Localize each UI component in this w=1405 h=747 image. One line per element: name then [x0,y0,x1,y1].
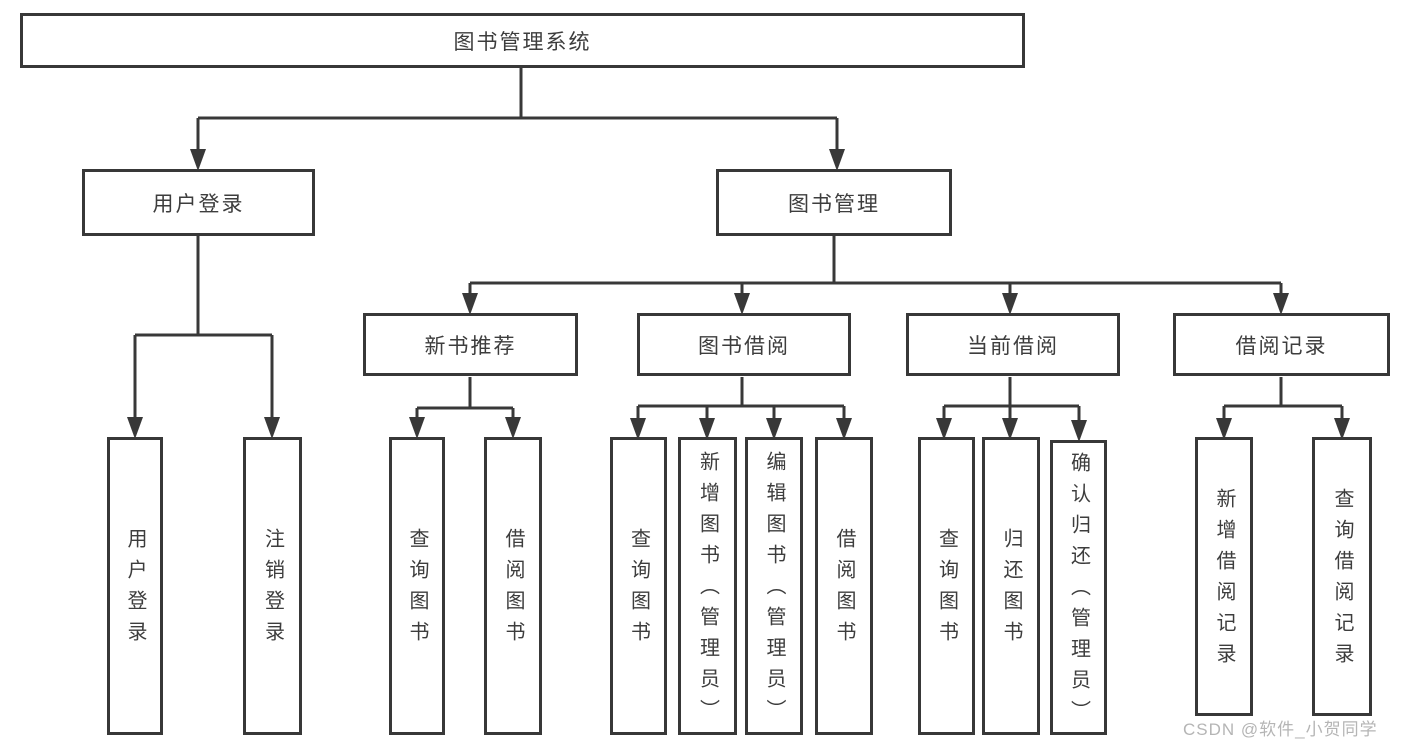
leaf-add-books-admin: 新增图书（管理员） [678,437,737,735]
leaf-query-books: 查询图书 [918,437,975,735]
leaf-add-borrow-record: 新增借阅记录 [1195,437,1253,716]
leaf-logout: 注销登录 [243,437,302,735]
leaf-query-borrow-record: 查询借阅记录 [1312,437,1372,716]
leaf-query-books: 查询图书 [389,437,445,735]
leaf-edit-books-admin: 编辑图书（管理员） [745,437,803,735]
node-borrowing-records: 借阅记录 [1173,313,1390,376]
leaf-query-books: 查询图书 [610,437,667,735]
watermark: CSDN @软件_小贺同学 [1183,720,1378,739]
node-new-book-recommendation: 新书推荐 [363,313,578,376]
leaf-borrow-books: 借阅图书 [484,437,542,735]
node-library-management-system: 图书管理系统 [20,13,1025,68]
node-current-borrowing: 当前借阅 [906,313,1120,376]
leaf-confirm-return-admin: 确认归还（管理员） [1050,440,1107,735]
node-book-borrowing: 图书借阅 [637,313,851,376]
leaf-user-login: 用户登录 [107,437,163,735]
node-user-login: 用户登录 [82,169,315,236]
leaf-return-books: 归还图书 [982,437,1040,735]
node-book-management: 图书管理 [716,169,952,236]
leaf-borrow-books: 借阅图书 [815,437,873,735]
